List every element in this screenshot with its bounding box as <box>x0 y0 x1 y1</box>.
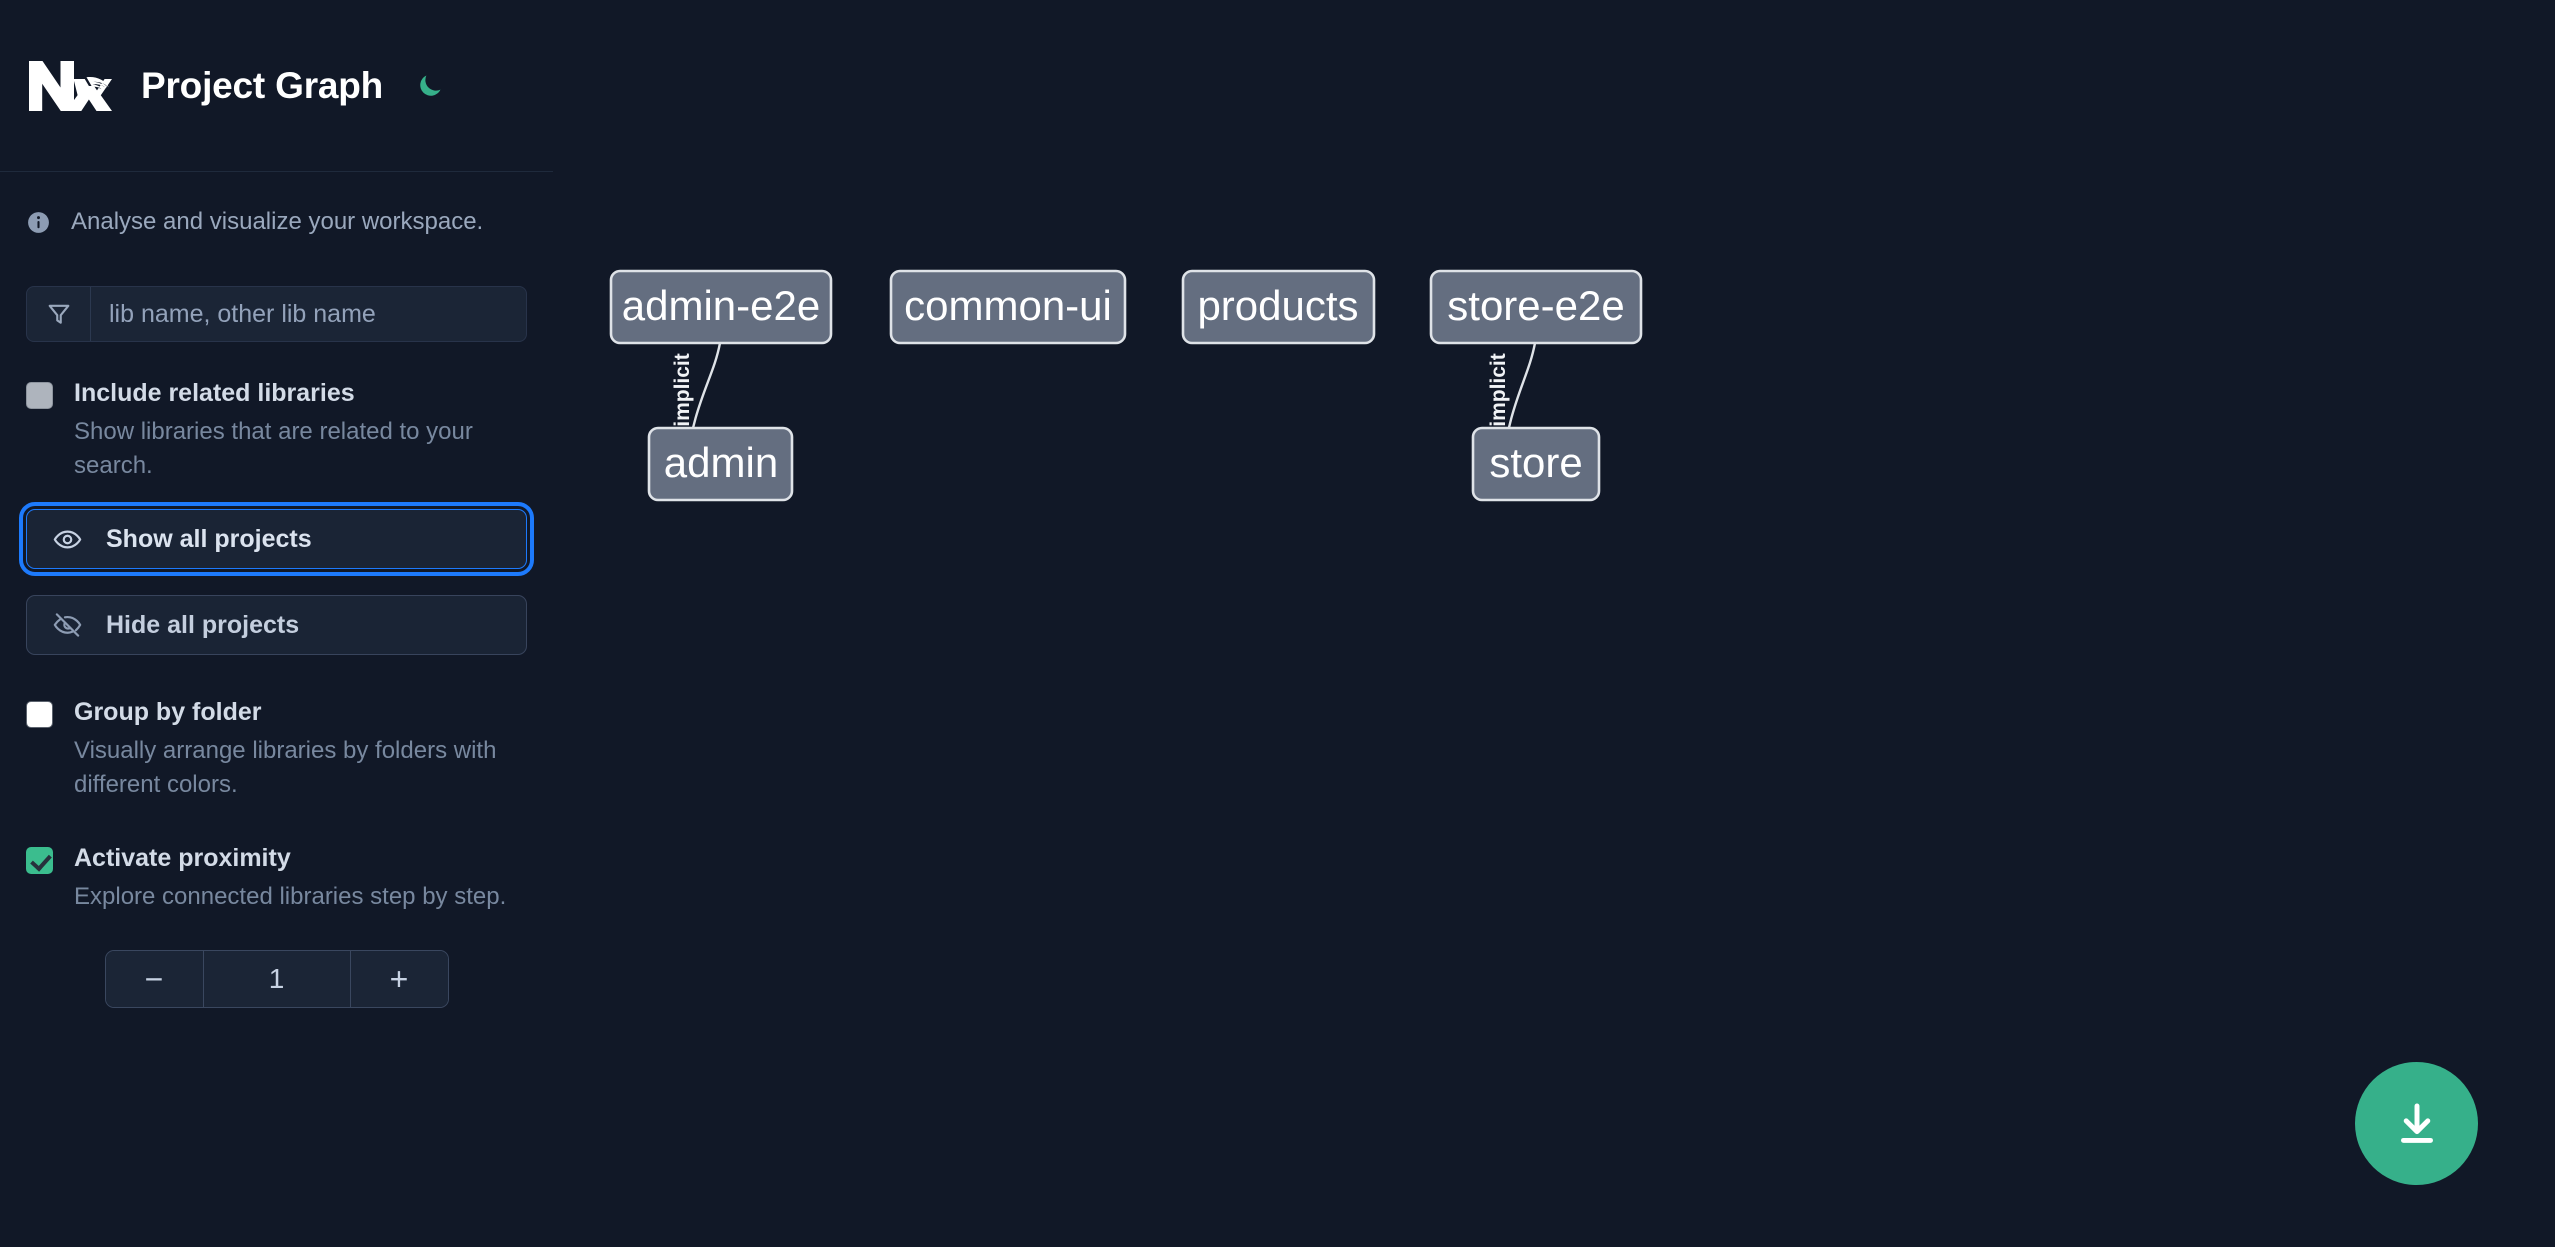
edge-label: implicit <box>1487 353 1510 427</box>
sidebar-header: Project Graph <box>0 0 553 172</box>
option-description: Show libraries that are related to your … <box>74 417 473 479</box>
option-group-by-folder[interactable]: Group by folder Visually arrange librari… <box>26 695 527 802</box>
sidebar: Project Graph Analyse and visualize your… <box>0 0 553 1247</box>
graph-node-products[interactable]: products <box>1181 269 1376 345</box>
checkbox-activate-proximity[interactable] <box>26 847 53 875</box>
node-label: store-e2e <box>1447 282 1624 329</box>
option-description: Visually arrange libraries by folders wi… <box>74 736 497 798</box>
node-label: admin <box>664 439 778 486</box>
tagline-text: Analyse and visualize your workspace. <box>71 208 484 235</box>
proximity-value: 1 <box>203 951 350 1008</box>
page-title: Project Graph <box>141 64 384 106</box>
graph-node-admin[interactable]: admin <box>647 426 794 502</box>
checkbox-include-related-libraries[interactable] <box>26 382 53 409</box>
edge-label: implicit <box>671 353 694 427</box>
node-label: store <box>1489 439 1582 486</box>
graph-edges: implicit implicit <box>671 342 1537 476</box>
graph-node-store[interactable]: store <box>1471 426 1601 502</box>
divider <box>202 951 204 1008</box>
eye-off-icon <box>53 611 82 640</box>
option-label: Group by folder <box>74 698 262 727</box>
option-label: Activate proximity <box>74 844 291 873</box>
search-input[interactable] <box>91 287 526 341</box>
moon-icon[interactable] <box>411 67 449 105</box>
proximity-stepper-container: − 1 + <box>26 950 527 1009</box>
eye-icon <box>53 525 82 554</box>
decrement-button[interactable]: − <box>105 951 203 1008</box>
node-label: common-ui <box>904 282 1112 329</box>
option-include-related-libraries[interactable]: Include related libraries Show libraries… <box>26 376 527 483</box>
graph-node-admin-e2e[interactable]: admin-e2e <box>609 269 833 345</box>
tagline: Analyse and visualize your workspace. <box>0 172 553 272</box>
increment-button[interactable]: + <box>350 951 448 1008</box>
download-graph-button[interactable] <box>2355 1062 2478 1185</box>
option-text: Group by folder Visually arrange librari… <box>74 695 514 802</box>
hide-all-projects-label: Hide all projects <box>106 610 300 639</box>
show-all-projects-button[interactable]: Show all projects <box>19 502 534 577</box>
proximity-stepper: − 1 + <box>104 950 449 1009</box>
graph-node-common-ui[interactable]: common-ui <box>889 269 1127 345</box>
node-label: admin-e2e <box>622 282 820 329</box>
option-text: Include related libraries Show libraries… <box>74 376 514 483</box>
graph-nodes: admin-e2e common-ui products store-e2e a… <box>609 269 1643 502</box>
project-graph-svg: implicit implicit admin-e2e common-ui <box>609 269 1643 502</box>
graph-canvas[interactable]: implicit implicit admin-e2e common-ui <box>553 0 2555 1247</box>
node-label: products <box>1197 282 1358 329</box>
filter-funnel-icon <box>27 287 91 341</box>
option-label: Include related libraries <box>74 379 355 407</box>
divider <box>349 951 351 1008</box>
search-container[interactable] <box>26 286 527 342</box>
hide-all-projects-button[interactable]: Hide all projects <box>26 595 527 656</box>
nx-logo-icon <box>26 57 112 115</box>
download-icon <box>2390 1097 2444 1151</box>
show-all-projects-label: Show all projects <box>106 524 312 553</box>
option-description: Explore connected libraries step by step… <box>74 882 507 910</box>
checkbox-group-by-folder[interactable] <box>26 701 53 729</box>
option-text: Activate proximity Explore connected lib… <box>74 841 506 914</box>
option-activate-proximity[interactable]: Activate proximity Explore connected lib… <box>26 841 527 914</box>
info-icon <box>26 210 51 235</box>
graph-node-store-e2e[interactable]: store-e2e <box>1429 269 1643 345</box>
sidebar-body: Include related libraries Show libraries… <box>0 286 553 1009</box>
